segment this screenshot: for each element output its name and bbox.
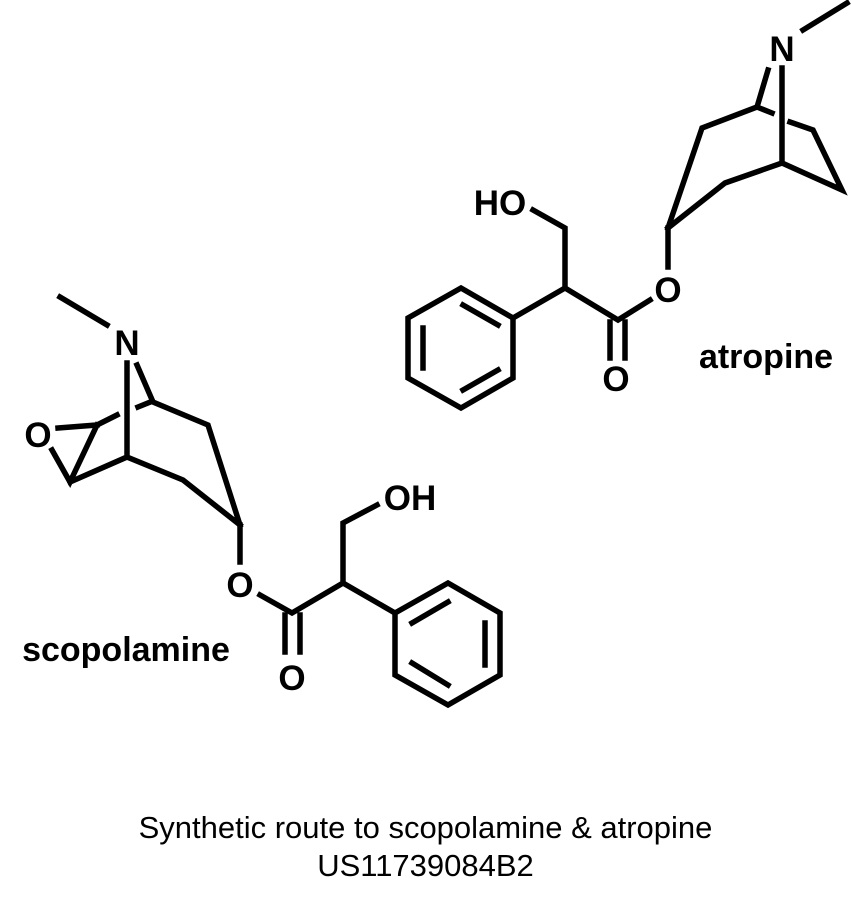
carbonyl-double-bond: [607, 319, 628, 361]
atom-o-ester: O: [654, 271, 681, 310]
n-methyl-bond: [799, 0, 851, 34]
atom-oh: OH: [384, 479, 437, 518]
scopolamine-structure: N O OH O O scopolamine: [22, 293, 503, 709]
ester-bonds: [237, 501, 399, 617]
atom-o-ester: O: [226, 566, 253, 605]
atom-o-carbonyl: O: [602, 360, 629, 399]
phenyl-ring: [392, 579, 503, 709]
caption-title: Synthetic route to scopolamine & atropin…: [138, 810, 713, 845]
ester-bonds: [509, 206, 671, 324]
atropine-structure: N HO O O atropine: [405, 0, 851, 412]
atom-ho: HO: [474, 184, 527, 223]
bridge-bonds: [66, 360, 244, 529]
atom-o-epoxide: O: [24, 416, 51, 455]
bridge-bonds: [664, 65, 848, 232]
scopolamine-label: scopolamine: [22, 631, 230, 669]
atom-n: N: [114, 324, 139, 363]
phenyl-ring: [405, 284, 516, 412]
epoxide-bonds: [48, 421, 101, 488]
n-methyl-bond: [56, 293, 111, 329]
atom-o-carbonyl: O: [278, 659, 305, 698]
atropine-label: atropine: [699, 338, 833, 376]
atom-n: N: [769, 30, 794, 69]
carbonyl-double-bond: [282, 612, 303, 655]
caption-patent: US11739084B2: [317, 848, 534, 883]
